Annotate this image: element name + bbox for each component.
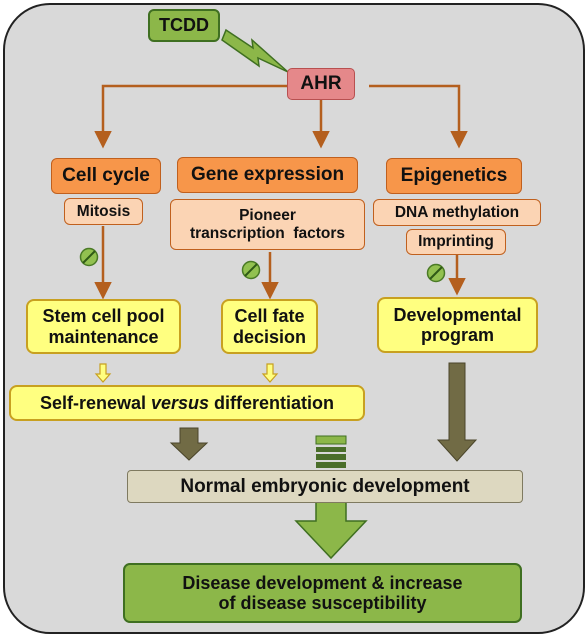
- gene-expression-node: Gene expression: [177, 157, 358, 193]
- pioneer-tf-node: Pioneer transcription factors: [170, 199, 365, 250]
- small-down-arrow: [94, 363, 112, 383]
- self-renewal-text-a: Self-renewal: [39, 392, 151, 413]
- prohibition-icon: [79, 247, 99, 267]
- cell-cycle-node: Cell cycle: [51, 158, 161, 194]
- pioneer-tf-line2: transcription factors: [189, 224, 346, 242]
- dev-program-line2: program: [420, 325, 494, 345]
- striped-down-arrow: [315, 435, 347, 468]
- normal-development-node: Normal embryonic development: [127, 470, 523, 503]
- ahr-branch-arrows: [94, 84, 468, 300]
- self-renewal-node: Self-renewal versus differentiation: [9, 385, 365, 421]
- self-renewal-text-c: differentiation: [209, 392, 335, 413]
- imprinting-node: Imprinting: [406, 229, 506, 255]
- disease-development-node: Disease development & increase of diseas…: [123, 563, 522, 623]
- prohibition-icon: [241, 260, 261, 280]
- self-renewal-text-versus: versus: [151, 392, 210, 413]
- dev-program-line1: Developmental: [393, 304, 522, 325]
- developmental-program-node: Developmental program: [377, 297, 538, 353]
- olive-down-arrow: [169, 427, 209, 461]
- stem-cell-pool-node: Stem cell pool maintenance: [26, 299, 181, 354]
- cell-fate-line2: decision: [232, 326, 307, 347]
- pioneer-tf-line1: Pioneer: [239, 207, 296, 225]
- stem-cell-line1: Stem cell pool: [42, 306, 165, 327]
- epigenetics-node: Epigenetics: [386, 158, 522, 194]
- ahr-node: AHR: [287, 68, 355, 100]
- disease-line2: of disease susceptibility: [218, 593, 427, 613]
- cell-fate-line1: Cell fate: [234, 306, 305, 327]
- large-green-down-arrow: [294, 501, 368, 560]
- lightning-bolt-icon: [221, 28, 289, 73]
- small-down-arrow: [261, 363, 279, 383]
- dna-methylation-node: DNA methylation: [373, 199, 541, 226]
- disease-line1: Disease development & increase: [182, 572, 463, 593]
- cell-fate-node: Cell fate decision: [221, 299, 318, 354]
- tcdd-node: TCDD: [148, 9, 220, 42]
- olive-down-arrow: [436, 362, 478, 462]
- stem-cell-line2: maintenance: [48, 326, 159, 347]
- mitosis-node: Mitosis: [64, 198, 143, 225]
- prohibition-icon: [426, 263, 446, 283]
